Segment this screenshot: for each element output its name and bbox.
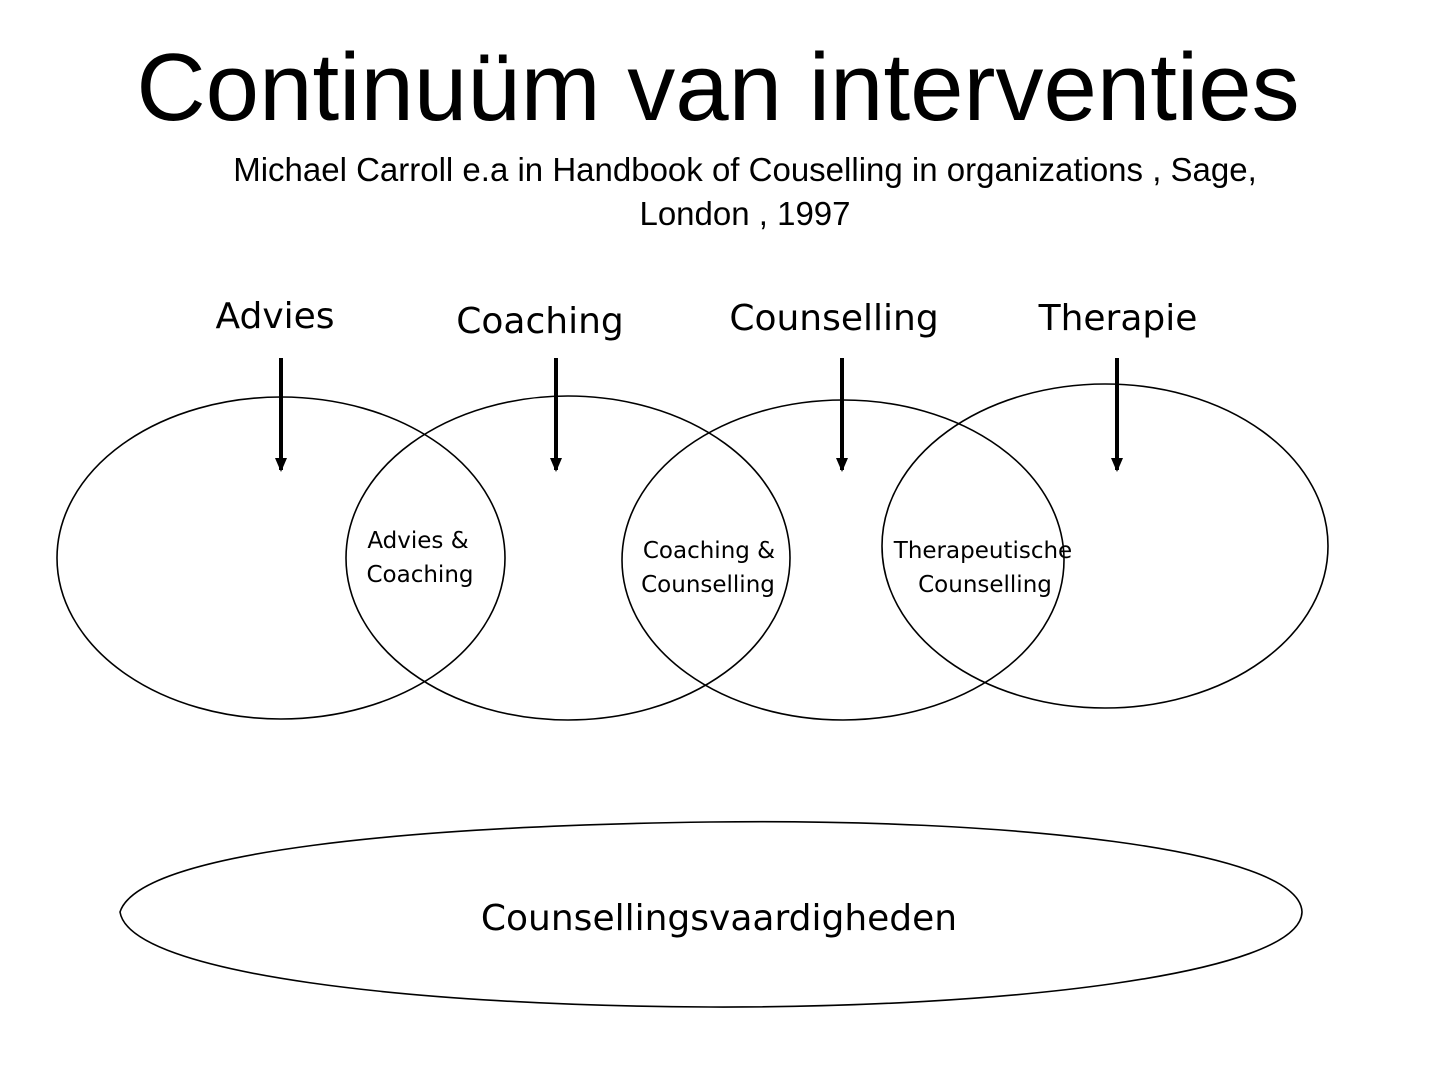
overlap-label-coaching-counselling-line1: Coaching & [643,538,775,564]
base-label: Counsellingsvaardigheden [481,898,957,939]
overlap-label-advies-coaching-line2: Coaching [366,562,473,588]
overlap-label-advies-coaching-line1: Advies & [367,528,468,554]
category-label-advies: Advies [215,296,334,337]
slide-title: Continuüm van interventies [136,34,1300,141]
down-arrow-icon [275,358,287,472]
slide-subtitle: Michael Carroll e.a in Handbook of Couse… [150,148,1340,236]
category-label-coaching: Coaching [456,301,624,342]
down-arrow-icon [550,358,562,472]
base-ellipse [119,820,1303,1008]
overlap-label-therapeutische-line1: Therapeutische [893,538,1072,564]
ellipse-therapie [881,383,1329,709]
down-arrow-icon [836,358,848,472]
category-label-counselling: Counselling [729,298,938,339]
category-label-therapie: Therapie [1038,298,1198,339]
down-arrow-icon [1111,358,1123,472]
overlap-label-therapeutische-line2: Counselling [918,572,1052,598]
overlap-label-coaching-counselling-line2: Counselling [641,572,775,598]
subtitle-line-1: Michael Carroll e.a in Handbook of Couse… [233,151,1257,188]
ellipse-coaching [345,395,791,721]
subtitle-line-2: London , 1997 [639,195,851,232]
